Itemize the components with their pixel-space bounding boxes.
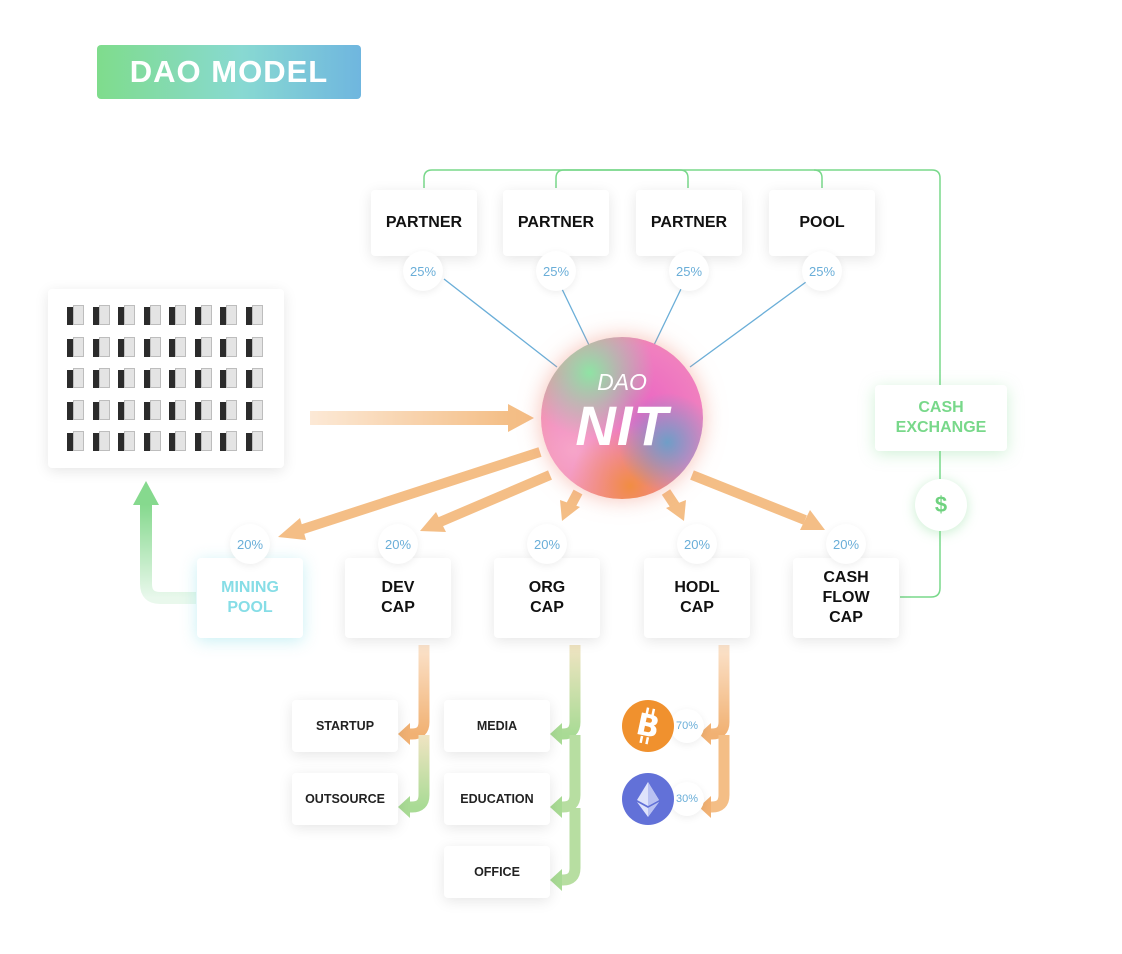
miner-unit-icon (92, 305, 110, 326)
miner-unit-icon (245, 399, 263, 421)
outsource-node: OUTSOURCE (292, 773, 398, 825)
miner-unit-icon (169, 336, 186, 358)
miner-unit-icon (143, 368, 161, 389)
miner-unit-icon (118, 336, 135, 358)
share-badge: 25% (802, 251, 842, 291)
miner-unit-icon (92, 431, 110, 452)
share-badge: 30% (670, 782, 704, 816)
ethereum-icon (622, 773, 674, 825)
miner-unit-icon (169, 368, 186, 389)
org-cap-node: ORG CAP (494, 558, 600, 638)
share-lines (443, 278, 807, 368)
bitcoin-icon: B (622, 700, 674, 752)
miner-unit-icon (169, 431, 186, 452)
miner-unit-icon (194, 336, 212, 358)
share-badge: 20% (378, 524, 418, 564)
startup-node: STARTUP (292, 700, 398, 752)
mining-return-arrow (133, 481, 196, 604)
miner-unit-icon (92, 399, 110, 421)
miner-unit-icon (143, 305, 161, 326)
miner-unit-icon (118, 368, 135, 389)
miner-unit-icon (245, 368, 263, 389)
cash-exchange-node: CASH EXCHANGE (875, 385, 1007, 451)
feed-arrow (310, 404, 534, 432)
partner-node-1: PARTNER (371, 190, 477, 256)
miner-unit-icon (194, 431, 212, 452)
hodl-cap-node: HODL CAP (644, 558, 750, 638)
miner-unit-icon (220, 399, 237, 421)
miner-unit-icon (169, 305, 186, 326)
office-node: OFFICE (444, 846, 550, 898)
green-connector (423, 169, 941, 598)
miner-unit-icon (143, 431, 161, 452)
hodl-branch (699, 645, 730, 818)
miner-unit-icon (143, 336, 161, 358)
dev-branch (398, 645, 430, 818)
miner-unit-icon (143, 399, 161, 421)
miner-unit-icon (169, 399, 186, 421)
miner-unit-icon (67, 336, 84, 358)
miner-unit-icon (194, 399, 212, 421)
miner-unit-icon (67, 368, 84, 389)
dao-nit-core: DAO NIT (541, 337, 703, 499)
miner-unit-icon (67, 305, 84, 326)
share-badge: 20% (527, 524, 567, 564)
miner-unit-icon (194, 368, 212, 389)
core-label-dao: DAO (597, 369, 647, 395)
page-title: DAO MODEL (97, 45, 361, 99)
distribution-arrows (278, 447, 825, 540)
miner-unit-icon (220, 305, 237, 326)
miner-unit-icon (67, 399, 84, 421)
education-node: EDUCATION (444, 773, 550, 825)
miner-unit-icon (220, 368, 237, 389)
miner-unit-icon (245, 305, 263, 326)
miner-unit-icon (220, 431, 237, 452)
share-badge: 70% (670, 709, 704, 743)
share-badge: 20% (826, 524, 866, 564)
cash-flow-cap-node: CASH FLOW CAP (793, 558, 899, 638)
dollar-icon: $ (915, 479, 967, 531)
miner-unit-icon (118, 399, 135, 421)
org-branch (550, 645, 581, 891)
core-label-nit: NIT (575, 394, 669, 457)
miner-unit-icon (245, 431, 263, 452)
miner-unit-icon (220, 336, 237, 358)
miner-unit-icon (245, 336, 263, 358)
miner-unit-icon (67, 431, 84, 452)
mining-hardware-grid (48, 289, 284, 468)
miner-unit-icon (118, 305, 135, 326)
miner-unit-icon (92, 336, 110, 358)
pool-node: POOL (769, 190, 875, 256)
mining-pool-node: MINING POOL (197, 558, 303, 638)
share-badge: 25% (403, 251, 443, 291)
miner-unit-icon (194, 305, 212, 326)
miner-unit-icon (92, 368, 110, 389)
share-badge: 25% (536, 251, 576, 291)
partner-node-2: PARTNER (503, 190, 609, 256)
dev-cap-node: DEV CAP (345, 558, 451, 638)
share-badge: 20% (677, 524, 717, 564)
media-node: MEDIA (444, 700, 550, 752)
share-badge: 25% (669, 251, 709, 291)
miner-unit-icon (118, 431, 135, 452)
share-badge: 20% (230, 524, 270, 564)
partner-node-3: PARTNER (636, 190, 742, 256)
